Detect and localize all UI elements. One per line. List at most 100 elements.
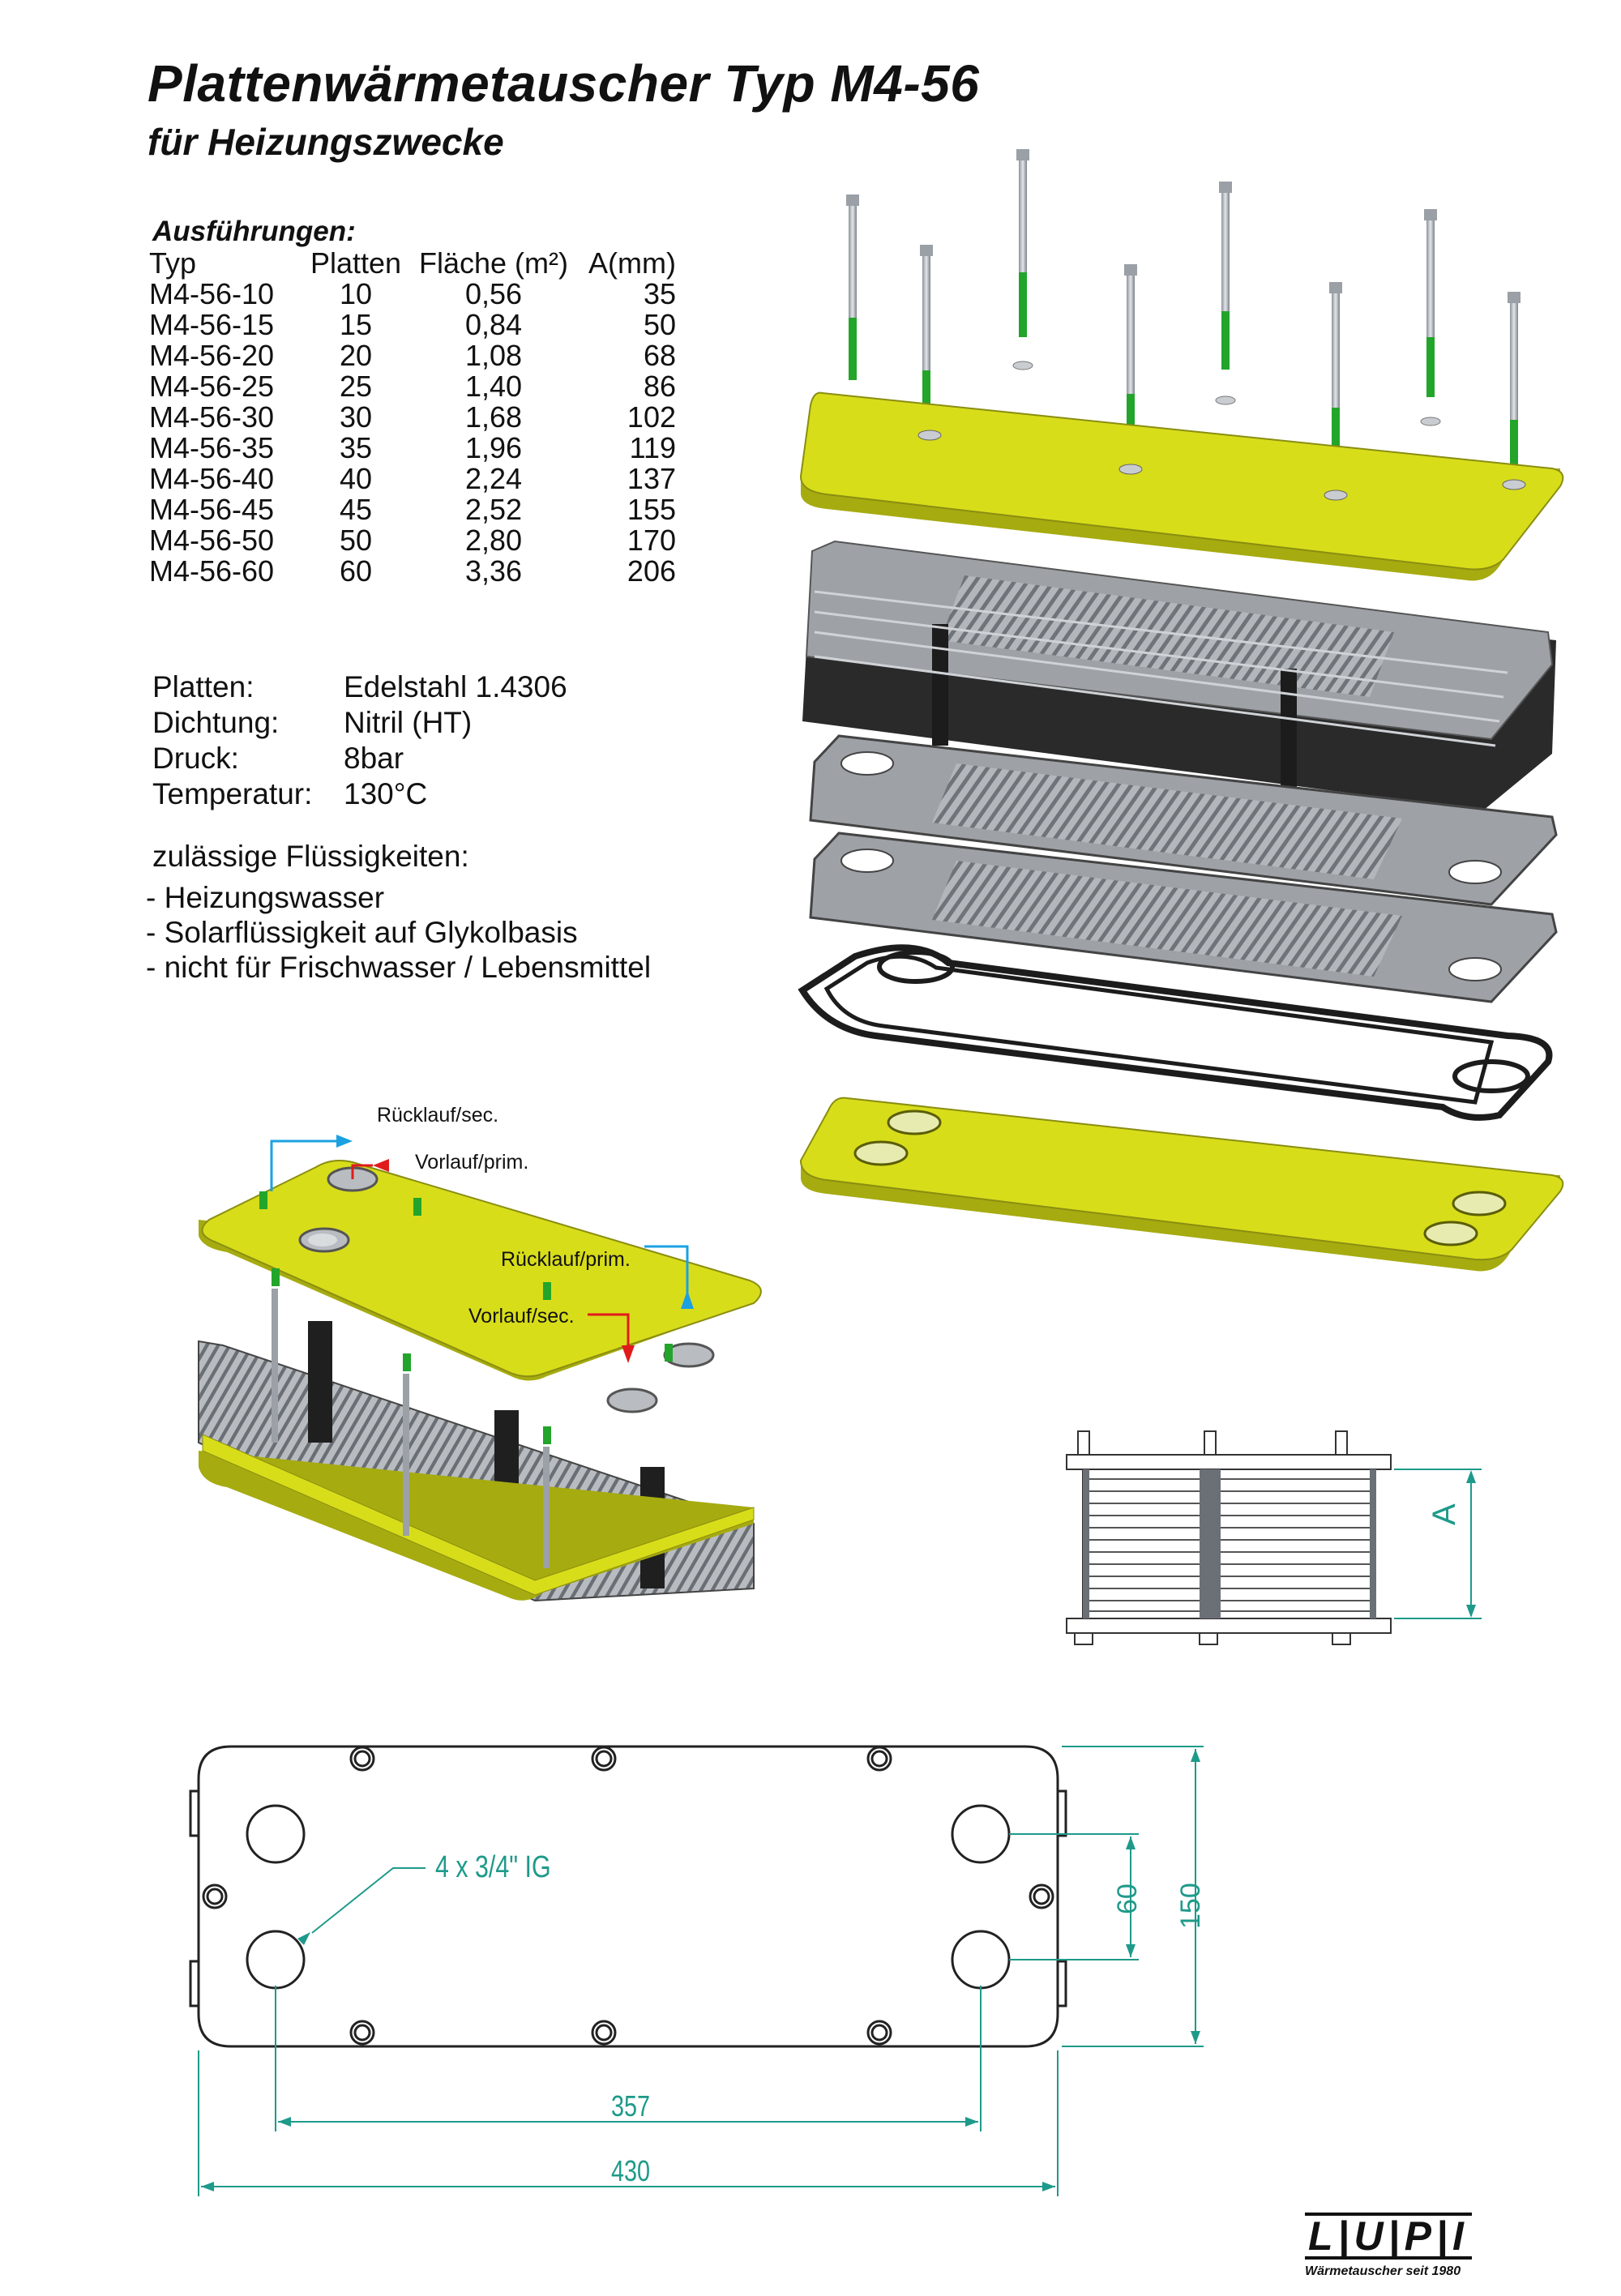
table-cell: 170 bbox=[627, 524, 676, 557]
page-subtitle: für Heizungszwecke bbox=[148, 121, 504, 163]
table-cell: M4-56-50 bbox=[149, 524, 275, 557]
table-cell: 206 bbox=[627, 554, 676, 588]
list-item: - Heizungswasser bbox=[146, 881, 385, 914]
table-cell: 25 bbox=[339, 370, 373, 403]
logo-mark: L|U|P|I bbox=[1305, 2213, 1472, 2260]
table-cell: 50 bbox=[643, 308, 676, 341]
assembled-view-illustration bbox=[198, 1135, 762, 1602]
table-cell: 0,84 bbox=[464, 308, 523, 341]
spec-label: Temperatur: bbox=[152, 777, 313, 810]
column-header: Typ bbox=[149, 246, 197, 280]
table-cell: M4-56-10 bbox=[149, 277, 275, 310]
table-cell: 2,52 bbox=[464, 493, 523, 526]
variants-header-row: Typ Platten Fläche (m²) A(mm) bbox=[149, 248, 676, 279]
table-cell: M4-56-45 bbox=[149, 493, 275, 526]
table-cell: 68 bbox=[643, 339, 676, 372]
table-cell: 0,56 bbox=[464, 277, 523, 310]
table-cell: M4-56-20 bbox=[149, 339, 275, 372]
table-row: M4-56-45 45 2,52 155 bbox=[149, 494, 676, 525]
lupi-logo: L|U|P|I Wärmetauscher seit 1980 bbox=[1305, 2213, 1499, 2279]
column-header: Platten bbox=[310, 246, 402, 280]
table-cell: 102 bbox=[627, 400, 676, 434]
table-row: M4-56-15 15 0,84 50 bbox=[149, 310, 676, 340]
spec-value: 130°C bbox=[344, 777, 428, 810]
table-cell: 3,36 bbox=[464, 554, 523, 588]
table-cell: M4-56-30 bbox=[149, 400, 275, 434]
table-cell: 137 bbox=[627, 462, 676, 495]
single-plate bbox=[809, 832, 1558, 1003]
dimension-port-spacing: 60 bbox=[1112, 1883, 1143, 1914]
table-cell: 119 bbox=[629, 431, 676, 464]
table-row: M4-56-20 20 1,08 68 bbox=[149, 340, 676, 371]
table-cell: 30 bbox=[339, 400, 373, 434]
dimension-port-distance: 357 bbox=[611, 2089, 651, 2123]
flow-label-supply-prim: Vorlauf/prim. bbox=[415, 1151, 529, 1174]
gasket bbox=[798, 944, 1553, 1121]
table-row: M4-56-60 60 3,36 206 bbox=[149, 556, 676, 587]
table-cell: M4-56-60 bbox=[149, 554, 275, 588]
table-cell: 35 bbox=[339, 431, 373, 464]
fluids-list: - Heizungswasser- Solarflüssigkeit auf G… bbox=[146, 880, 651, 985]
spec-row: Dichtung: Nitril (HT) bbox=[152, 705, 567, 741]
table-cell: 1,96 bbox=[464, 431, 523, 464]
table-cell: M4-56-40 bbox=[149, 462, 275, 495]
top-pressure-plate bbox=[799, 391, 1564, 581]
plate-stack bbox=[802, 540, 1556, 810]
flow-label-return-prim: Rücklauf/prim. bbox=[501, 1248, 631, 1271]
table-row: M4-56-50 50 2,80 170 bbox=[149, 525, 676, 556]
table-cell: 155 bbox=[627, 493, 676, 526]
spec-value: 8bar bbox=[344, 742, 404, 775]
table-cell: M4-56-35 bbox=[149, 431, 275, 464]
table-row: M4-56-35 35 1,96 119 bbox=[149, 433, 676, 464]
variants-heading: Ausführungen: bbox=[152, 216, 356, 247]
table-cell: 35 bbox=[643, 277, 676, 310]
table-row: M4-56-10 10 0,56 35 bbox=[149, 279, 676, 310]
plan-drawing bbox=[189, 1745, 1204, 2196]
exploded-view-illustration bbox=[798, 149, 1564, 1272]
table-cell: 2,24 bbox=[464, 462, 523, 495]
side-view-drawing bbox=[1066, 1430, 1482, 1645]
spec-row: Platten: Edelstahl 1.4306 bbox=[152, 669, 567, 705]
table-row: M4-56-30 30 1,68 102 bbox=[149, 402, 676, 433]
logo-tagline: Wärmetauscher seit 1980 bbox=[1305, 2264, 1461, 2278]
spec-row: Druck: 8bar bbox=[152, 741, 567, 776]
spec-value: Edelstahl 1.4306 bbox=[344, 670, 567, 703]
single-plate bbox=[809, 734, 1558, 906]
spec-label: Platten: bbox=[152, 670, 254, 703]
list-item: - nicht für Frischwasser / Lebensmittel bbox=[146, 951, 652, 984]
dimension-height: 150 bbox=[1175, 1883, 1206, 1929]
table-cell: M4-56-15 bbox=[149, 308, 275, 341]
bolt-group bbox=[842, 149, 1525, 500]
page-title: Plattenwärmetauscher Typ M4-56 bbox=[148, 54, 980, 113]
spec-row: Temperatur: 130°C bbox=[152, 776, 567, 812]
table-row: M4-56-25 25 1,40 86 bbox=[149, 371, 676, 402]
side-view-dimension-a: A bbox=[1426, 1503, 1462, 1525]
flow-label-return-sec: Rücklauf/sec. bbox=[377, 1104, 499, 1127]
spec-label: Dichtung: bbox=[152, 706, 280, 739]
spec-label: Druck: bbox=[152, 742, 239, 775]
table-cell: 45 bbox=[339, 493, 373, 526]
variants-table: Typ Platten Fläche (m²) A(mm) M4-56-10 10… bbox=[149, 248, 676, 587]
table-cell: 1,08 bbox=[464, 339, 523, 372]
table-cell: 10 bbox=[339, 277, 373, 310]
fluids-heading: zulässige Flüssigkeiten: bbox=[152, 840, 469, 873]
bottom-frame-plate bbox=[799, 1097, 1564, 1272]
table-cell: 60 bbox=[339, 554, 373, 588]
table-cell: 15 bbox=[339, 308, 373, 341]
table-cell: 50 bbox=[339, 524, 373, 557]
column-header: Fläche (m²) bbox=[418, 246, 568, 280]
list-item: - Solarflüssigkeit auf Glykolbasis bbox=[146, 916, 578, 949]
table-cell: 1,68 bbox=[464, 400, 523, 434]
table-cell: 20 bbox=[339, 339, 373, 372]
table-cell: 86 bbox=[643, 370, 676, 403]
port-callout-label: 4 x 3/4" IG bbox=[435, 1850, 551, 1884]
dimension-length: 430 bbox=[611, 2154, 651, 2187]
table-cell: M4-56-25 bbox=[149, 370, 275, 403]
table-cell: 1,40 bbox=[464, 370, 523, 403]
spec-value: Nitril (HT) bbox=[344, 706, 473, 739]
table-cell: 40 bbox=[339, 462, 373, 495]
table-row: M4-56-40 40 2,24 137 bbox=[149, 464, 676, 494]
table-cell: 2,80 bbox=[464, 524, 523, 557]
column-header: A(mm) bbox=[588, 246, 676, 280]
